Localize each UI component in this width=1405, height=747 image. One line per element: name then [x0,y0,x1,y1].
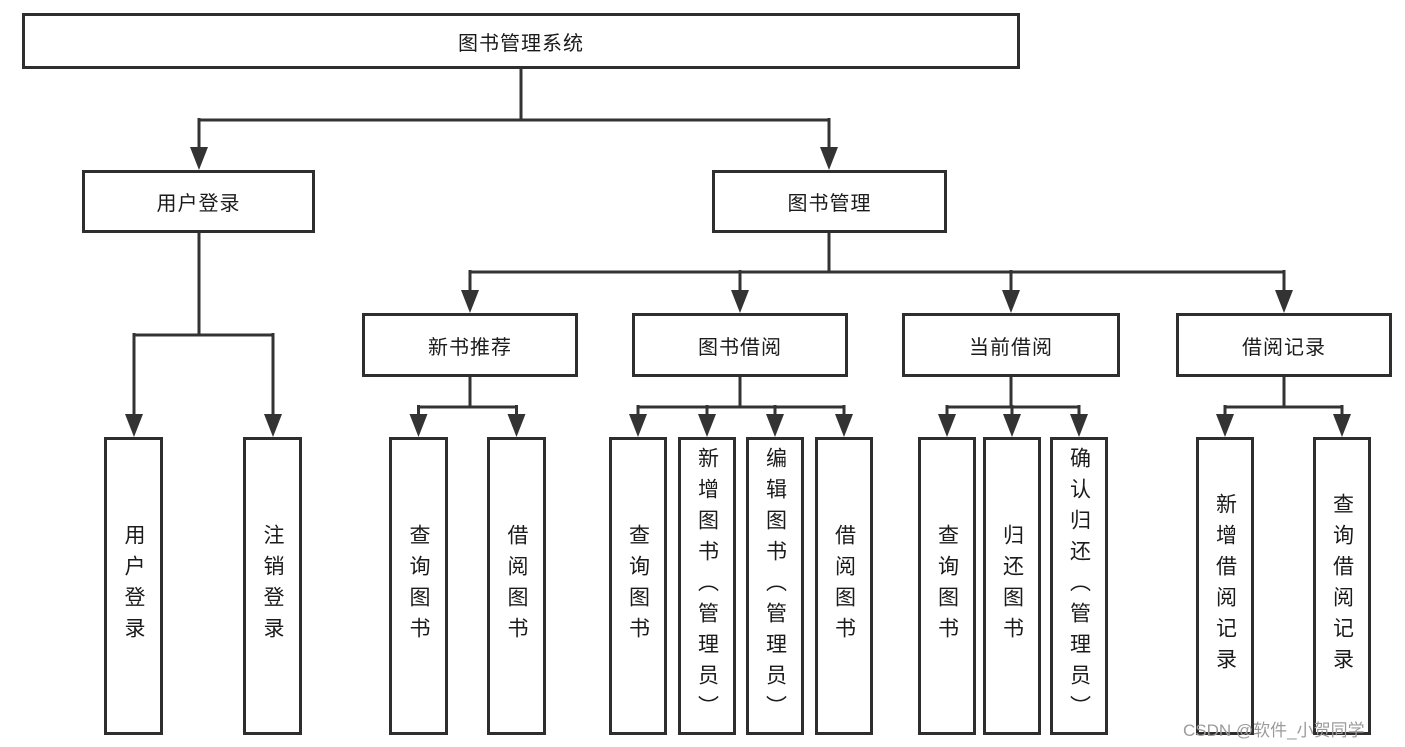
leaf-edit-books-admin: 编辑图书（管理员） [746,437,804,735]
node-borrow-records: 借阅记录 [1176,313,1392,377]
leaf-confirm-return-admin: 确认归还（管理员） [1050,437,1108,735]
node-label: 查询图书 [626,524,650,648]
leaf-add-books-admin: 新增图书（管理员） [678,437,736,735]
node-label: 查询图书 [407,524,430,648]
node-label: 查询借阅记录 [1330,493,1354,679]
leaf-user-login: 用户登录 [104,437,163,735]
node-book-management: 图书管理 [712,170,947,233]
node-label: 新增借阅记录 [1213,493,1237,679]
node-label: 新增图书（管理员） [695,446,719,726]
node-label: 借阅图书 [832,524,856,648]
leaf-borrow-books-2: 借阅图书 [815,437,873,735]
node-label: 图书管理系统 [458,32,584,55]
leaf-logout: 注销登录 [243,437,302,735]
node-label: 注销登录 [261,524,284,648]
node-book-borrow: 图书借阅 [632,313,848,377]
node-label: 借阅记录 [1242,336,1326,359]
node-label: 确认归还（管理员） [1067,446,1091,726]
node-label: 用户登录 [122,524,145,648]
node-label: 查询图书 [935,524,959,648]
node-label: 编辑图书（管理员） [763,446,787,726]
node-label: 当前借阅 [969,336,1053,359]
node-label: 新书推荐 [428,336,512,359]
leaf-query-books-2: 查询图书 [609,437,667,735]
leaf-query-books-1: 查询图书 [389,437,448,735]
node-label: 借阅图书 [505,524,528,648]
leaf-add-borrow-record: 新增借阅记录 [1196,437,1254,735]
leaf-query-books-3: 查询图书 [918,437,976,735]
node-new-book-recommend: 新书推荐 [362,313,578,377]
node-label: 图书管理 [787,193,872,215]
node-label: 图书借阅 [698,336,782,359]
csdn-watermark: CSDN @软件_小贺同学 [1183,721,1365,740]
leaf-return-books: 归还图书 [983,437,1041,735]
node-label: 归还图书 [1000,524,1024,648]
node-user-login: 用户登录 [82,170,315,233]
node-current-borrow: 当前借阅 [902,313,1120,377]
leaf-borrow-books-1: 借阅图书 [487,437,546,735]
leaf-query-borrow-record: 查询借阅记录 [1313,437,1371,735]
node-label: 用户登录 [156,193,241,215]
node-library-management-system: 图书管理系统 [22,13,1020,69]
